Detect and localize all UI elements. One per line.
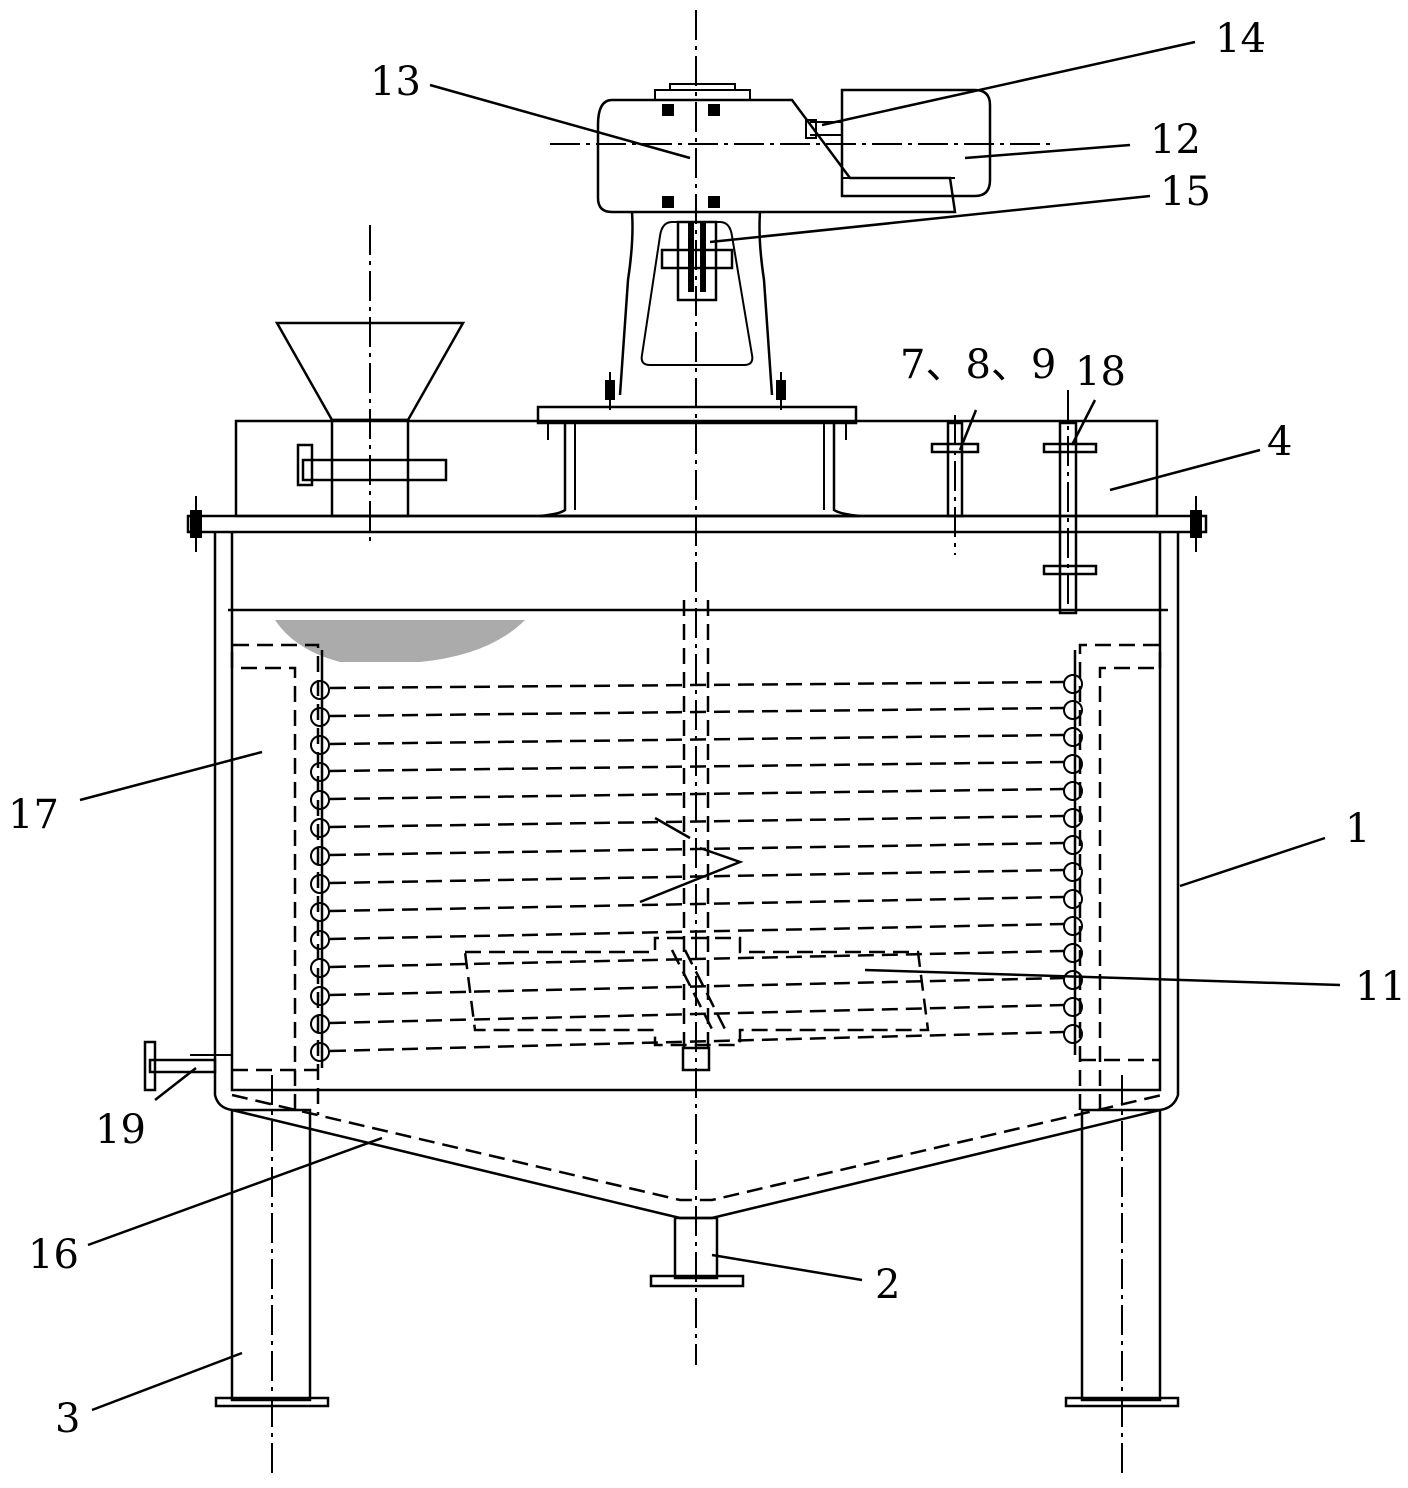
side-valve [143, 1040, 232, 1092]
label-12: 12 [1150, 117, 1201, 163]
label-14: 14 [1215, 16, 1266, 62]
center-lines [271, 10, 1123, 1478]
label-16: 16 [28, 1232, 79, 1278]
label-7-8-9: 7、8、9 [900, 342, 1056, 388]
vessel-shell [186, 496, 1208, 1288]
top-nozzles [930, 421, 1098, 615]
heating-coils [310, 650, 1083, 1068]
label-2: 2 [875, 1262, 900, 1308]
label-13: 13 [370, 59, 421, 105]
drive-stand [536, 211, 861, 518]
material-surface [275, 620, 525, 662]
label-11: 11 [1355, 964, 1406, 1010]
agitator [463, 600, 930, 1072]
label-4: 4 [1267, 419, 1292, 465]
label-1: 1 [1345, 806, 1370, 852]
label-3: 3 [55, 1396, 80, 1442]
support-legs [214, 1108, 1180, 1408]
feed-hopper [274, 321, 466, 518]
label-18: 18 [1075, 349, 1126, 395]
label-19: 19 [95, 1107, 146, 1153]
part-labels: 14 13 12 15 7、8、9 18 4 17 1 11 19 16 2 3 [8, 16, 1406, 1442]
leader-lines [79, 40, 1341, 1412]
inner-baffle-frame [230, 643, 1162, 1115]
label-17: 17 [8, 792, 59, 838]
label-15: 15 [1160, 169, 1211, 215]
